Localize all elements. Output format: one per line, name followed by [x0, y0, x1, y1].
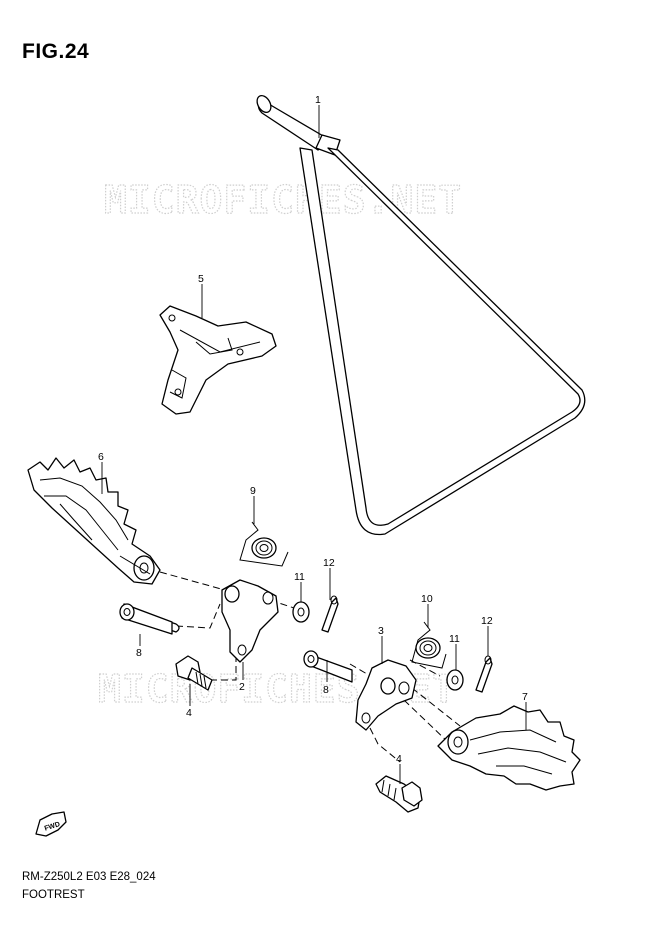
- part-3-right-bracket: [355, 659, 417, 731]
- callout-11-left: 11: [294, 571, 305, 583]
- figure-name: FOOTREST: [22, 889, 85, 901]
- part-4-left-bolt: [175, 655, 213, 691]
- callout-6: 6: [98, 451, 104, 463]
- callout-3: 3: [378, 625, 384, 637]
- part-4-right-bolt: [375, 775, 423, 813]
- assembly-line-left-bolt: [210, 652, 237, 681]
- callout-1: 1: [315, 94, 321, 106]
- callout-7: 7: [522, 691, 528, 703]
- callout-11-right: 11: [449, 633, 460, 645]
- assembly-line-right-bolt: [369, 727, 401, 763]
- assembly-line-left-pin-lower: [175, 603, 221, 629]
- part-1-side-stand: [256, 94, 586, 536]
- part-8-right-pin: [303, 650, 353, 683]
- part-2-left-bracket: [221, 579, 279, 663]
- part-12-right-cotter-pin: [475, 655, 493, 693]
- part-10-right-spring: [411, 621, 447, 669]
- figure-title: FIG.24: [22, 40, 90, 63]
- part-11-right-washer: [446, 669, 464, 691]
- callout-12-left: 12: [323, 557, 335, 569]
- callout-10: 10: [421, 593, 433, 605]
- part-9-left-spring: [239, 521, 289, 567]
- callout-8-right: 8: [323, 684, 329, 696]
- front-direction-badge: FWD: [35, 811, 67, 837]
- part-7-right-footpeg: [437, 705, 581, 791]
- assembly-line-right-pin: [349, 663, 385, 685]
- callout-9: 9: [250, 485, 256, 497]
- callout-4-right: 4: [396, 753, 402, 765]
- callout-8-left: 8: [136, 647, 142, 659]
- watermark-top: MICROFICHES.NET: [104, 178, 462, 222]
- part-5-bracket: [159, 305, 277, 415]
- part-11-left-washer: [292, 601, 310, 623]
- part-8-left-pin: [119, 603, 180, 635]
- callout-5: 5: [198, 273, 204, 285]
- part-6-left-footpeg: [27, 457, 161, 585]
- callout-12-right: 12: [481, 615, 493, 627]
- figure-code: RM-Z250L2 E03 E28_024: [22, 871, 156, 883]
- part-12-left-cotter-pin: [321, 595, 339, 633]
- callout-2: 2: [239, 681, 245, 693]
- fwd-label: FWD: [44, 821, 61, 833]
- callout-4-left: 4: [186, 707, 192, 719]
- assembly-line-left-pin: [159, 571, 233, 593]
